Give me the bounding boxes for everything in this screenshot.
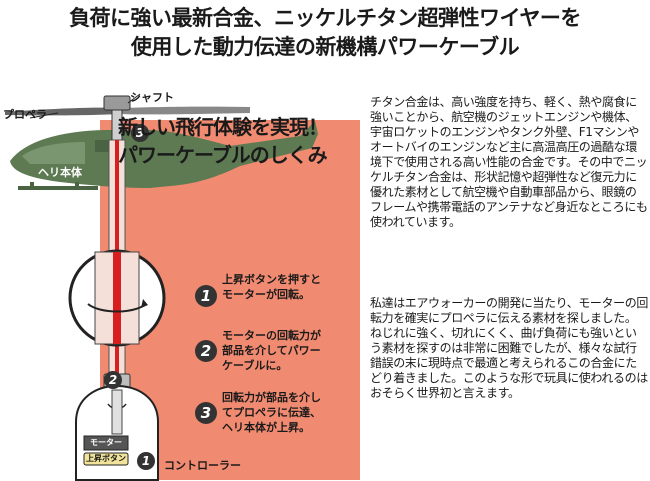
step-3-number: 3 xyxy=(195,402,217,424)
headline-line-1: 負荷に強い最新合金、ニッケルチタン超弾性ワイヤーを xyxy=(69,6,581,30)
step-1-number: 1 xyxy=(195,285,217,307)
step-3-text: 回転力が部品を介し てプロペラに伝達、 ヘリ本体が上昇。 xyxy=(222,391,321,434)
step-2-text: モーターの回転力が 部品を介してパワー ケーブルに。 xyxy=(222,329,321,372)
helicopter-body-label: ヘリ本体 xyxy=(38,166,82,179)
helicopter-illustration xyxy=(10,121,318,190)
banner-line-1: 新しい飛行体験を実現！ xyxy=(118,115,328,139)
banner-line-2: パワーケーブルのしくみ xyxy=(118,143,328,167)
step-3-marker: 3 xyxy=(131,124,149,142)
step-2-number: 2 xyxy=(195,340,217,362)
controller-label: コントローラー xyxy=(164,459,241,472)
step-2-marker: 2 xyxy=(104,371,122,389)
propeller-label: プロペラ xyxy=(3,108,47,121)
power-cable-diagram: プロペラ シャフト ヘリ本体 モーター 上昇ボタン コントローラー 3 2 1 xyxy=(0,86,360,481)
diagram-illustration xyxy=(5,93,360,481)
motor-label: モーター xyxy=(90,438,122,447)
headline-line-2: 使用した動力伝達の新機構パワーケーブル xyxy=(130,35,520,59)
shaft-label: シャフト xyxy=(130,91,174,104)
paragraph-titanium-alloy: チタン合金は、高い強度を持ち、軽く、熱や腐食に強いことから、航空機のジェットエン… xyxy=(370,95,648,229)
paragraph-development: 私達はエアウォーカーの開発に当たり、モーターの回転力を確実にプロペラに伝える素材… xyxy=(370,296,648,400)
step-1-text: 上昇ボタンを押すと モーターが回転。 xyxy=(222,273,321,301)
up-button-label: 上昇ボタン xyxy=(86,454,126,463)
diagram-banner: 新しい飛行体験を実現！ パワーケーブルのしくみ xyxy=(118,113,348,169)
headline: 負荷に強い最新合金、ニッケルチタン超弾性ワイヤーを 使用した動力伝達の新機構パワ… xyxy=(0,4,650,62)
step-1-marker: 1 xyxy=(137,452,155,470)
